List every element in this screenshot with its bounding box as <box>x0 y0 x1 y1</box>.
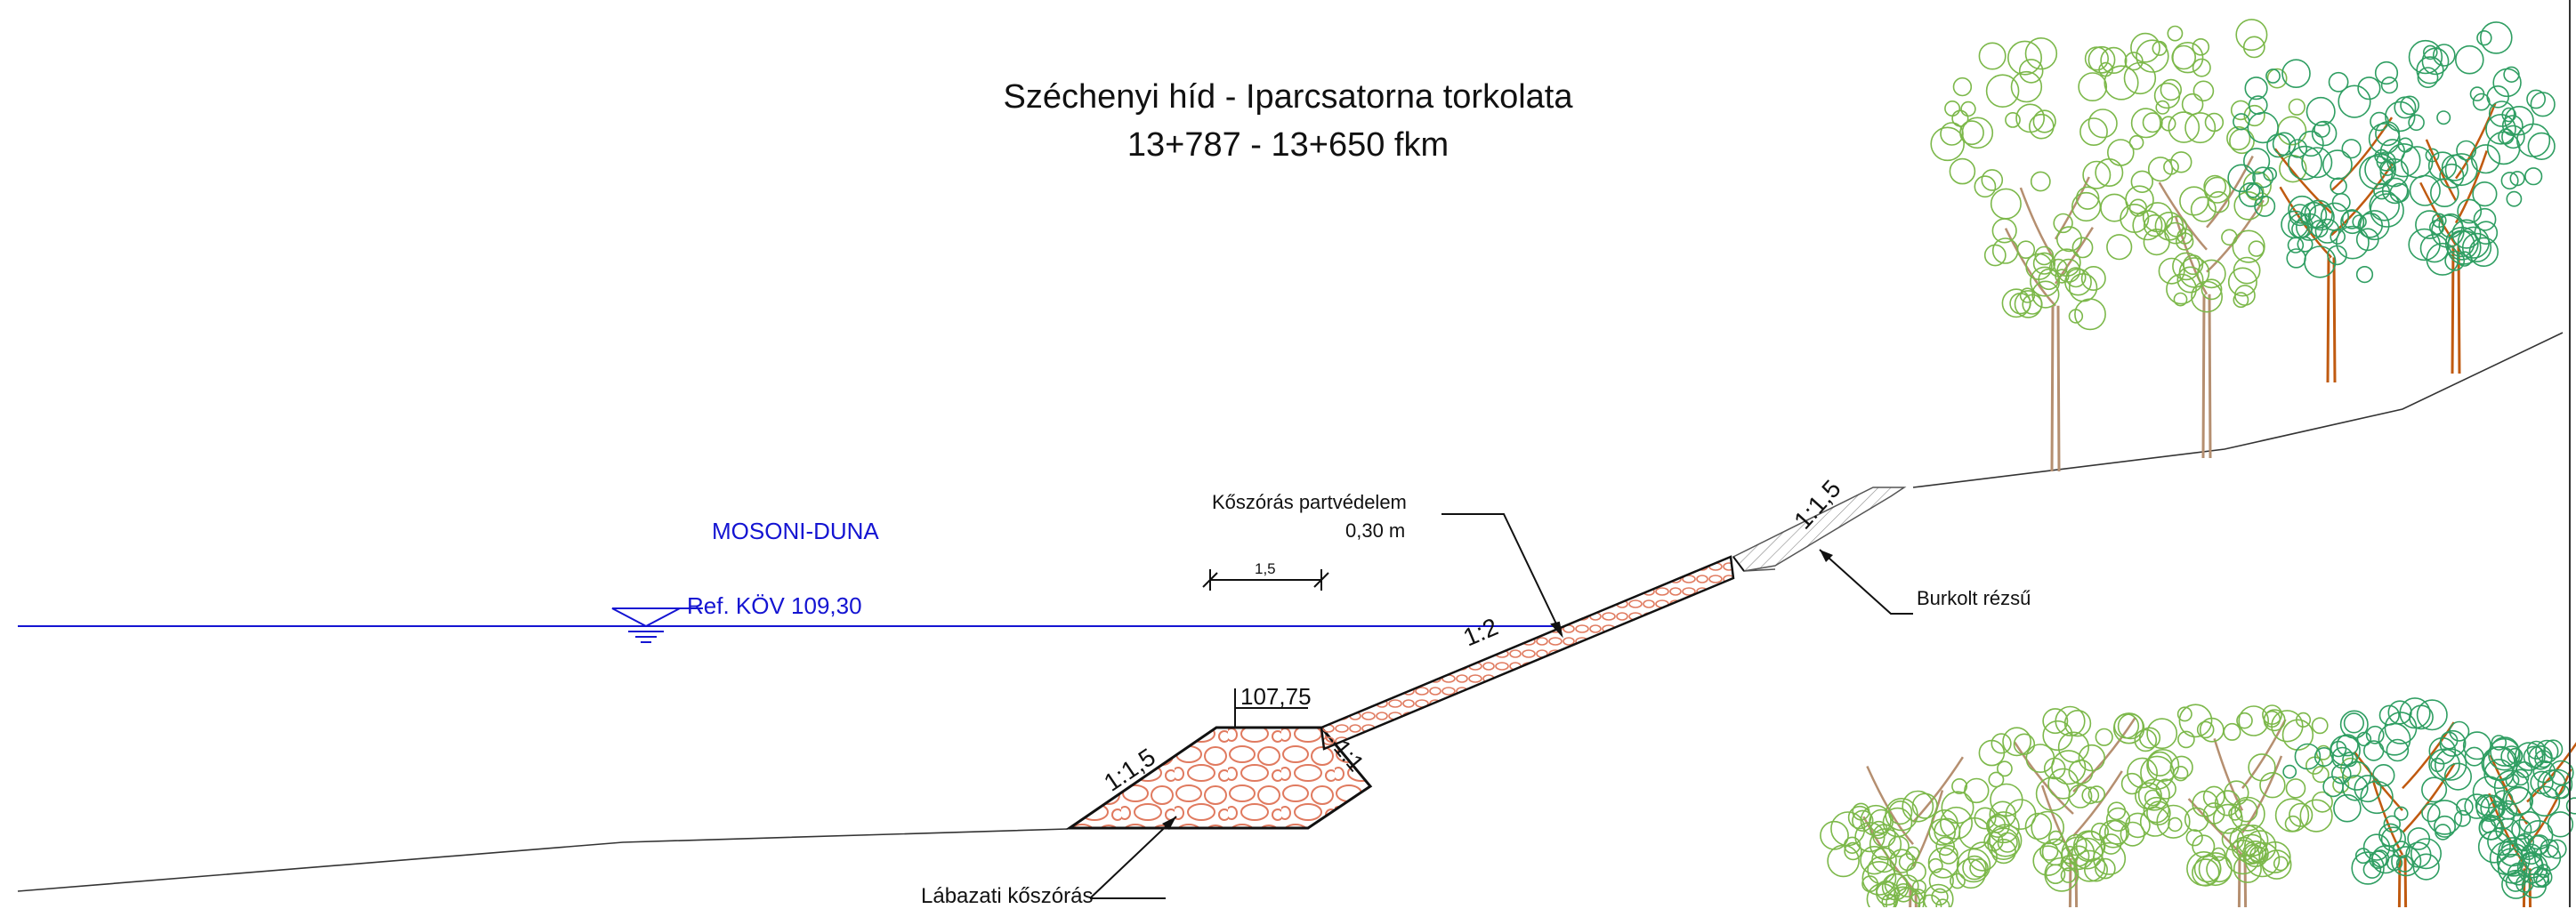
revetment-band <box>1320 555 1735 751</box>
toe-rock-fill <box>1065 726 1373 830</box>
tree-icon <box>1951 705 2180 907</box>
tree-icon <box>1820 756 2023 907</box>
paved-slope-label: Burkolt rézsű <box>1917 587 2031 609</box>
tree-icon <box>1930 37 2179 472</box>
scale-bar-label: 1,5 <box>1255 560 1276 577</box>
tree-icon <box>2357 21 2556 374</box>
tree-icon <box>2464 736 2576 907</box>
drawing-subtitle: 13+787 - 13+650 fkm <box>1126 126 1450 164</box>
revetment-thickness-label: 0,30 m <box>1345 519 1406 542</box>
scale-bar <box>1202 569 1329 591</box>
tree-icon <box>2227 59 2440 383</box>
revetment-label: Kőszórás partvédelem <box>1212 491 1407 513</box>
toe-elevation-label: 107,75 <box>1240 683 1312 710</box>
paved-slope <box>1732 487 1907 572</box>
tree-icon <box>2120 704 2362 907</box>
ground-line <box>17 332 2564 892</box>
water-level-label: Ref. KÖV 109,30 <box>687 592 862 619</box>
tree-icon <box>2282 697 2520 907</box>
drawing-title: Széchenyi híd - Iparcsatorna torkolata <box>1003 78 1573 116</box>
tree-icon <box>2079 19 2307 459</box>
leader-lines <box>1089 513 1913 899</box>
tree-group-lower <box>1820 697 2576 907</box>
river-name-label: MOSONI-DUNA <box>712 518 879 544</box>
toe-fill-label: Lábazati kőszórás <box>921 884 1094 908</box>
water-level-marker-icon <box>611 607 703 643</box>
toe-elevation-marker <box>1234 688 1308 728</box>
tree-group-upper <box>1930 19 2556 472</box>
